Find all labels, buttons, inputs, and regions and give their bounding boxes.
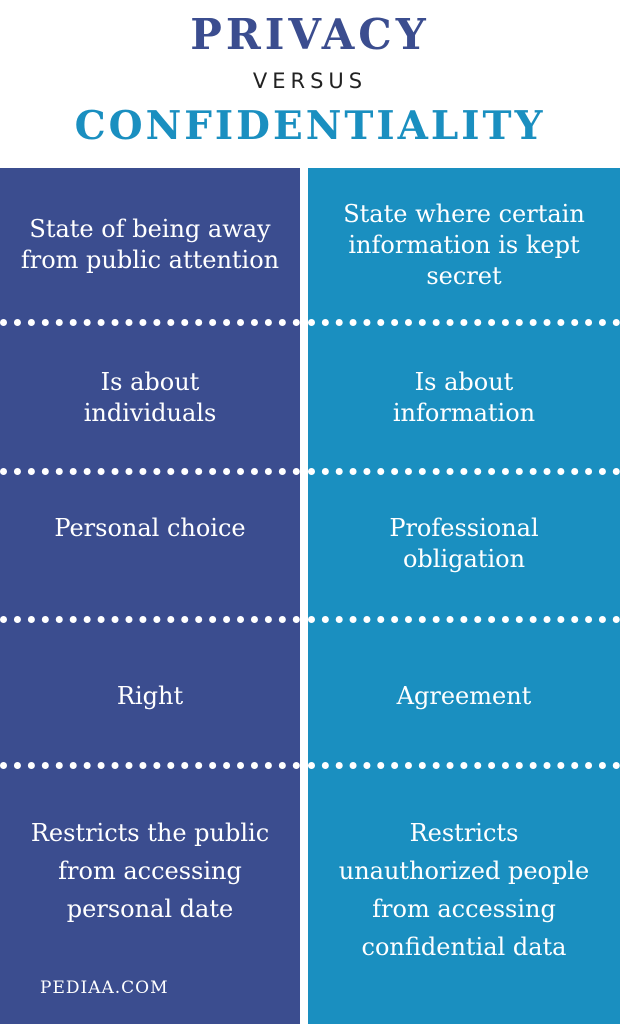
row-divider xyxy=(308,762,620,769)
row-divider xyxy=(308,616,620,623)
privacy-row-4: Right xyxy=(116,681,184,710)
row-divider xyxy=(0,762,300,769)
header: PRIVACY VERSUS CONFIDENTIALITY xyxy=(0,0,620,168)
title-privacy: PRIVACY xyxy=(190,10,430,59)
confidentiality-row-4: Agreement xyxy=(396,681,532,710)
title-confidentiality: CONFIDENTIALITY xyxy=(74,103,546,149)
privacy-row-5: Restricts the public from accessing pers… xyxy=(30,819,270,923)
privacy-row-1: State of being away from public attentio… xyxy=(20,215,280,274)
confidentiality-row-2: Is about information xyxy=(392,367,536,427)
row-divider xyxy=(308,319,620,326)
row-divider xyxy=(0,468,300,475)
confidentiality-row-1: State where certain information is kept … xyxy=(343,199,585,290)
privacy-column: State of being away from public attentio… xyxy=(0,168,300,1024)
confidentiality-row-3: Professional obligation xyxy=(389,514,539,573)
row-divider xyxy=(0,319,300,326)
versus-label: VERSUS xyxy=(252,69,368,93)
row-divider xyxy=(308,468,620,475)
confidentiality-row-5: Restricts unauthorized people from acces… xyxy=(338,819,590,961)
source-credit: PEDIAA.COM xyxy=(40,978,169,998)
privacy-row-3: Personal choice xyxy=(54,514,246,542)
confidentiality-column: State where certain information is kept … xyxy=(308,168,620,1024)
privacy-row-2: Is about individuals xyxy=(83,367,217,427)
row-divider xyxy=(0,616,300,623)
